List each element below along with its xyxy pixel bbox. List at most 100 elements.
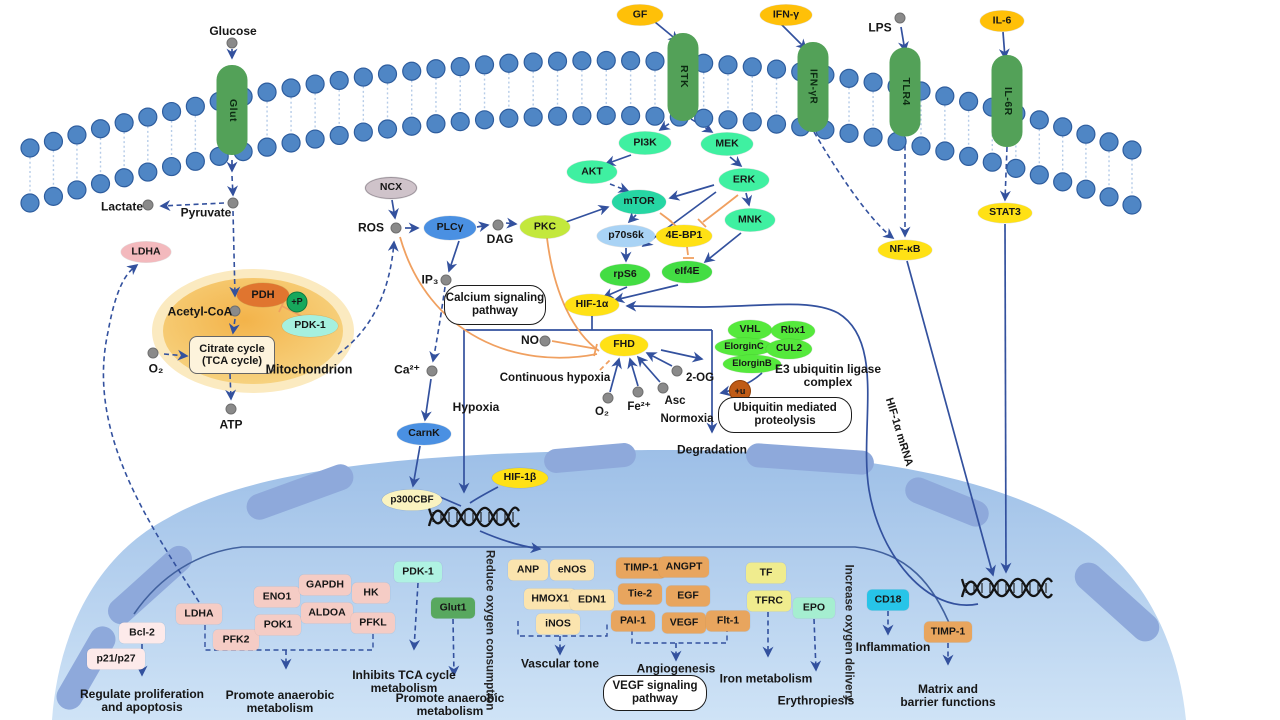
receptor-tlr4[interactable]: TLR4 bbox=[889, 47, 921, 137]
node-vhl[interactable]: VHL bbox=[728, 320, 772, 340]
label-ca2: Ca²⁺ bbox=[394, 362, 420, 377]
gene-ldha-g[interactable]: LDHA bbox=[176, 603, 222, 625]
gene-pai1[interactable]: PAI-1 bbox=[611, 610, 655, 632]
dna-helix-icon bbox=[427, 506, 520, 528]
gene-enos[interactable]: eNOS bbox=[550, 559, 594, 581]
node-plcg[interactable]: PLCγ bbox=[424, 216, 476, 240]
gene-egf[interactable]: EGF bbox=[666, 585, 710, 607]
node-hif1b[interactable]: HIF-1β bbox=[492, 468, 548, 488]
node-pdh[interactable]: PDH bbox=[237, 283, 289, 307]
gene-aldoa[interactable]: ALDOA bbox=[301, 602, 353, 624]
node-il6[interactable]: IL-6 bbox=[980, 10, 1024, 32]
label-pyruvate: Pyruvate bbox=[180, 205, 232, 220]
label-vastone: Vascular tone bbox=[520, 656, 600, 671]
label-lps: LPS bbox=[868, 20, 892, 35]
receptor-rtk[interactable]: RTK bbox=[667, 33, 699, 121]
gene-hmox1[interactable]: HMOX1 bbox=[524, 588, 576, 610]
node-pkc[interactable]: PKC bbox=[520, 215, 570, 239]
gene-angpt[interactable]: ANGPT bbox=[659, 556, 709, 578]
dashed-brackets bbox=[204, 621, 728, 651]
node-p70[interactable]: p70s6k bbox=[597, 225, 655, 247]
node-hif1a[interactable]: HIF-1α bbox=[565, 294, 619, 316]
solid-arrows bbox=[226, 21, 1012, 606]
label-ros: ROS bbox=[357, 220, 384, 235]
gene-eno1[interactable]: ENO1 bbox=[254, 586, 300, 608]
node-ifng[interactable]: IFN-γ bbox=[760, 4, 812, 26]
badge-pP[interactable]: +P bbox=[286, 291, 308, 313]
gene-timp1a[interactable]: TIMP-1 bbox=[616, 557, 666, 579]
label-regprol: Regulate proliferation and apoptosis bbox=[79, 686, 204, 714]
gene-bcl2[interactable]: Bcl-2 bbox=[119, 622, 165, 644]
node-eif4e[interactable]: eIf4E bbox=[662, 261, 712, 283]
label-e3txt: E3 ubiquitin ligase complex bbox=[774, 361, 881, 389]
gene-inos[interactable]: iNOS bbox=[536, 613, 580, 635]
nuclear-envelope-patches bbox=[56, 443, 1160, 710]
receptor-glut[interactable]: Glut bbox=[216, 65, 248, 155]
gene-p21[interactable]: p21/p27 bbox=[87, 648, 145, 670]
node-ncx[interactable]: NCX bbox=[365, 177, 417, 199]
gene-gapdh[interactable]: GAPDH bbox=[299, 574, 351, 596]
label-ip3: IP₃ bbox=[421, 272, 439, 287]
gene-tie2[interactable]: Tie-2 bbox=[618, 583, 662, 605]
node-gf[interactable]: GF bbox=[617, 4, 663, 26]
gene-timp1b[interactable]: TIMP-1 bbox=[924, 621, 972, 643]
pathway-box-calcium[interactable]: Calcium signaling pathway bbox=[444, 285, 546, 325]
node-stat3[interactable]: STAT3 bbox=[978, 203, 1032, 223]
gene-cd18[interactable]: CD18 bbox=[867, 589, 909, 611]
label-promana2: Promote anaerobic metabolism bbox=[395, 690, 505, 718]
node-elogc[interactable]: ElorginC bbox=[715, 338, 773, 356]
node-bp4e[interactable]: 4E-BP1 bbox=[656, 225, 712, 247]
dashed-arrows bbox=[102, 118, 1011, 677]
pathway-box-ubiq[interactable]: Ubiquitin mediated proteolysis bbox=[718, 397, 852, 433]
label-dag: DAG bbox=[486, 232, 514, 247]
gene-anp[interactable]: ANP bbox=[508, 559, 548, 581]
gene-pfkl[interactable]: PFKL bbox=[351, 612, 395, 634]
gene-vegf[interactable]: VEGF bbox=[662, 612, 706, 634]
node-pi3k[interactable]: PI3K bbox=[619, 131, 671, 155]
node-mnk[interactable]: MNK bbox=[725, 208, 775, 232]
node-erk[interactable]: ERK bbox=[719, 168, 769, 192]
gene-pfk2[interactable]: PFK2 bbox=[213, 629, 259, 651]
label-lactate: Lactate bbox=[100, 199, 144, 214]
gene-pdk1-g[interactable]: PDK-1 bbox=[394, 561, 442, 583]
pathway-box-citrate[interactable]: Citrate cycle (TCA cycle) bbox=[189, 336, 275, 374]
gene-tfrc[interactable]: TFRC bbox=[747, 590, 791, 612]
gene-flt1[interactable]: Flt-1 bbox=[706, 610, 750, 632]
label-og2: 2-OG bbox=[685, 371, 715, 384]
gene-hk[interactable]: HK bbox=[352, 582, 390, 604]
gene-glut1[interactable]: Glut1 bbox=[431, 597, 475, 619]
label-ironmet: Iron metabolism bbox=[719, 671, 813, 686]
node-elogb[interactable]: ElorginB bbox=[723, 355, 781, 373]
gene-tf[interactable]: TF bbox=[746, 562, 786, 584]
node-cul2[interactable]: CUL2 bbox=[766, 339, 812, 359]
pathway-box-vegfsig[interactable]: VEGF signaling pathway bbox=[603, 675, 707, 711]
node-nfkb[interactable]: NF-κB bbox=[878, 240, 932, 260]
label-angio: Angiogenesis bbox=[636, 661, 716, 676]
label-degrad: Degradation bbox=[676, 442, 747, 457]
label-mito: Mitochondrion bbox=[265, 362, 353, 376]
gene-epo[interactable]: EPO bbox=[793, 597, 835, 619]
gene-pok1[interactable]: POK1 bbox=[255, 614, 301, 636]
label-atp: ATP bbox=[219, 417, 243, 432]
node-pdk1-e[interactable]: PDK-1 bbox=[282, 315, 338, 337]
label-fe2: Fe²⁺ bbox=[627, 400, 651, 413]
node-carnk[interactable]: CarnK bbox=[397, 423, 451, 445]
label-inhibtca: Inhibits TCA cycle metabolism bbox=[352, 667, 456, 695]
node-rps6[interactable]: rpS6 bbox=[600, 264, 650, 286]
node-ldha-e[interactable]: LDHA bbox=[121, 241, 171, 263]
label-o2f: O₂ bbox=[594, 405, 610, 418]
receptor-il6r[interactable]: IL-6R bbox=[991, 55, 1023, 147]
node-fhd[interactable]: FHD bbox=[600, 334, 648, 356]
node-akt[interactable]: AKT bbox=[567, 160, 617, 184]
inhibition-lines bbox=[278, 194, 739, 371]
node-rbx1[interactable]: Rbx1 bbox=[771, 321, 815, 341]
node-mek[interactable]: MEK bbox=[701, 132, 753, 156]
gene-edn1[interactable]: EDN1 bbox=[570, 589, 614, 611]
nucleus-inner-line bbox=[133, 546, 953, 631]
node-mtor[interactable]: mTOR bbox=[612, 190, 666, 214]
node-p300[interactable]: p300CBF bbox=[382, 489, 442, 511]
label-asc: Asc bbox=[664, 394, 686, 407]
receptor-ifngr[interactable]: IFN-γR bbox=[797, 42, 829, 132]
